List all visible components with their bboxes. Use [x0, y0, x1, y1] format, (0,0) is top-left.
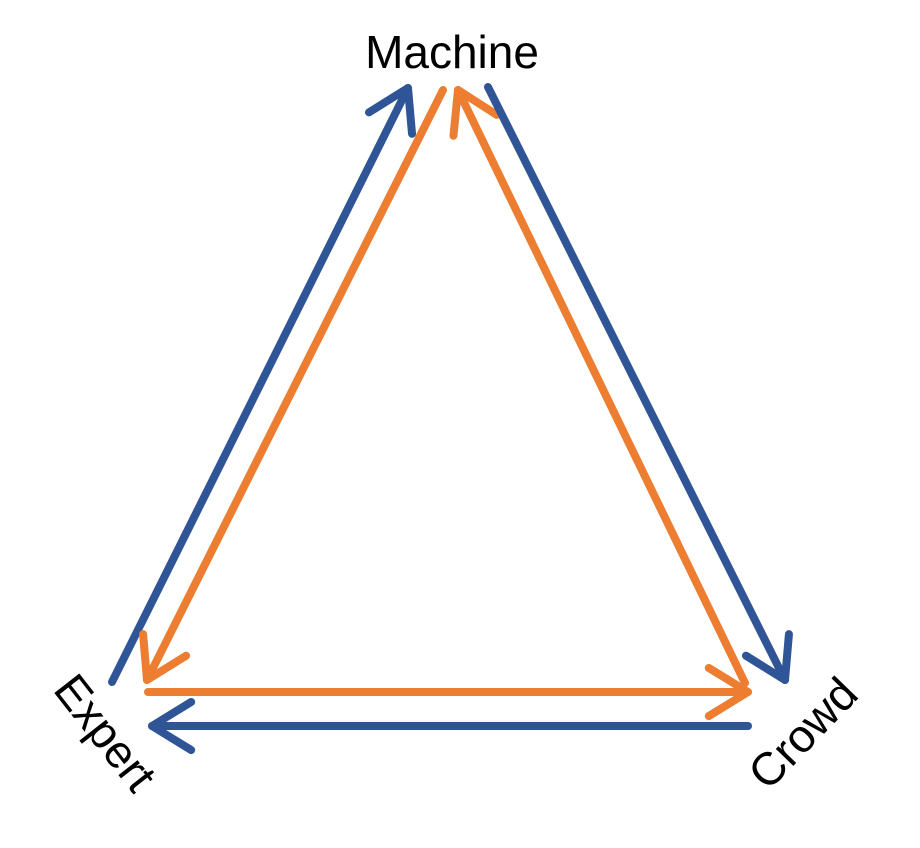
arrow-crowd-to-machine — [449, 86, 749, 687]
arrowhead-icon — [364, 84, 417, 138]
arrow-expert-to-crowd — [144, 663, 752, 721]
arrowhead-icon — [449, 86, 501, 140]
arrowhead-icon — [148, 697, 196, 755]
arrow-crowd-to-expert — [148, 697, 752, 755]
arrowhead-icon — [704, 663, 752, 721]
arrow-machine-to-crowd — [484, 83, 793, 684]
arrow-shaft — [143, 86, 447, 684]
arrow-shaft — [484, 83, 789, 684]
arrow-machine-to-expert — [139, 86, 447, 684]
arrow-expert-to-machine — [108, 84, 417, 686]
node-label-expert: Expert — [44, 664, 167, 801]
arrowhead-icon — [139, 630, 191, 684]
arrow-shaft — [454, 86, 749, 687]
arrowhead-icon — [741, 630, 793, 684]
node-label-crowd: Crowd — [738, 667, 868, 799]
node-label-machine: Machine — [365, 26, 539, 78]
arrow-shaft — [108, 84, 412, 686]
